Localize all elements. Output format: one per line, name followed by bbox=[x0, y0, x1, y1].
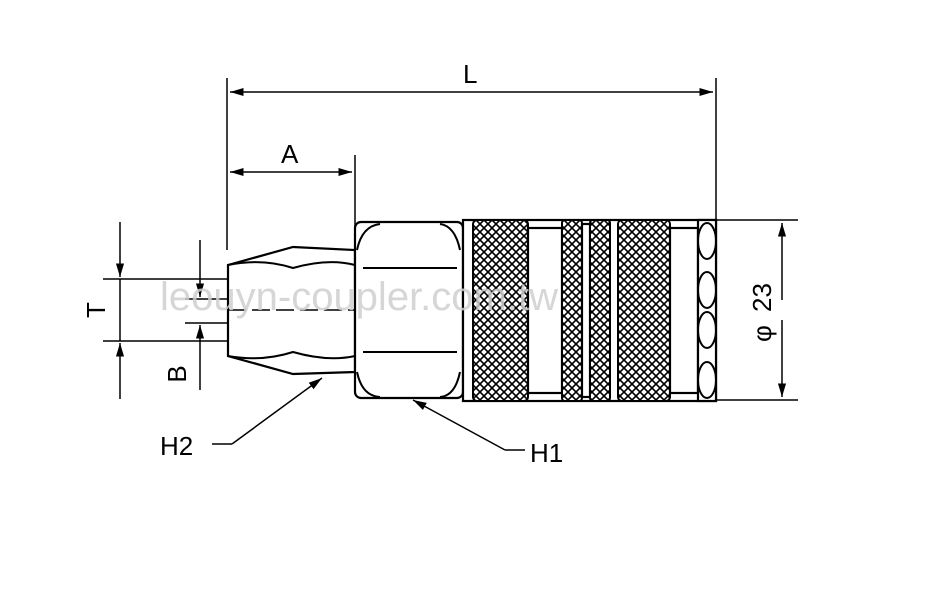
callout-h1: H1 bbox=[412, 399, 563, 468]
label-diameter-symbol: φ bbox=[747, 325, 777, 342]
hose-tail bbox=[226, 245, 357, 376]
label-b: B bbox=[162, 365, 192, 382]
watermark: leouyn-coupler.com.tw bbox=[160, 275, 558, 319]
label-diameter-value: 23 bbox=[747, 283, 777, 312]
label-a: A bbox=[281, 139, 299, 169]
hex-body bbox=[353, 220, 465, 400]
dimension-b: B bbox=[162, 240, 228, 390]
label-l: L bbox=[463, 59, 477, 89]
label-h1: H1 bbox=[530, 438, 563, 468]
callout-h2: H2 bbox=[160, 377, 323, 461]
front-ring bbox=[696, 218, 718, 403]
dimension-diameter: φ 23 bbox=[716, 219, 798, 401]
label-h2: H2 bbox=[160, 431, 193, 461]
coupler-sleeve bbox=[461, 218, 718, 403]
dimension-t: T bbox=[81, 222, 228, 399]
dimension-l: L bbox=[226, 59, 717, 250]
dimension-a: A bbox=[230, 139, 356, 248]
label-t: T bbox=[81, 302, 111, 318]
